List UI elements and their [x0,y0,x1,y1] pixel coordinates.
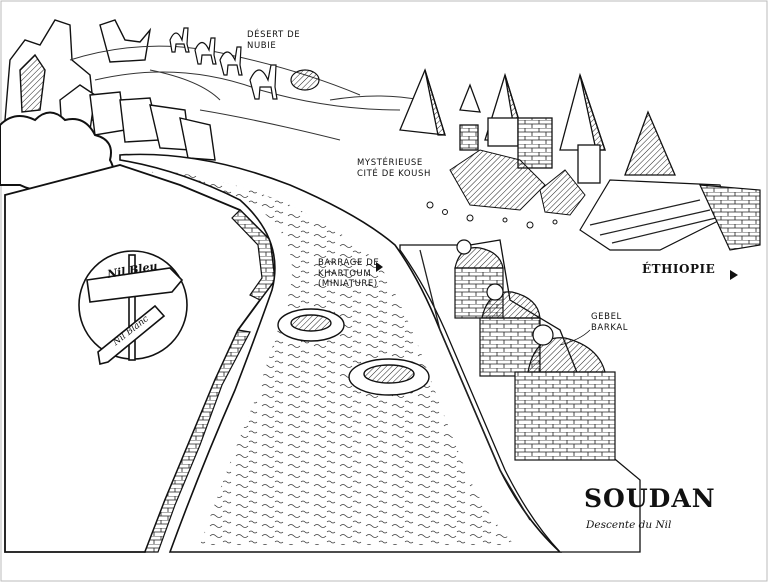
left-wall [144,209,276,553]
signpost [78,250,188,365]
stone-stairs [579,179,761,251]
pyramids [399,68,676,184]
sphinx-pedestals [454,267,616,461]
camel-caravan [169,27,320,100]
label-desert-de-nubie: Désert de Nubie [247,30,301,51]
label-soudan: Soudan [584,484,716,513]
ruins-rubble [426,149,586,229]
label-barrage-de-khartoum: Barrage de Khartoum (miniature) [318,258,380,290]
sphinx-statues [454,239,606,373]
ethiopie-arrow-icon [730,270,738,280]
label-descente-du-nil: Descente du Nil [586,519,672,531]
label-cite-de-koush: Mystérieuse Cité de Koush [357,158,431,179]
miniature-rafts [277,308,430,396]
label-ethiopie: Éthiopie [642,262,716,276]
river-ripples [150,170,515,545]
gebel-leader [559,329,591,346]
rock-cliffs [4,19,216,161]
barrage-arrow-icon [376,262,383,272]
label-gebel-barkal: Gebel Barkal [591,312,629,333]
